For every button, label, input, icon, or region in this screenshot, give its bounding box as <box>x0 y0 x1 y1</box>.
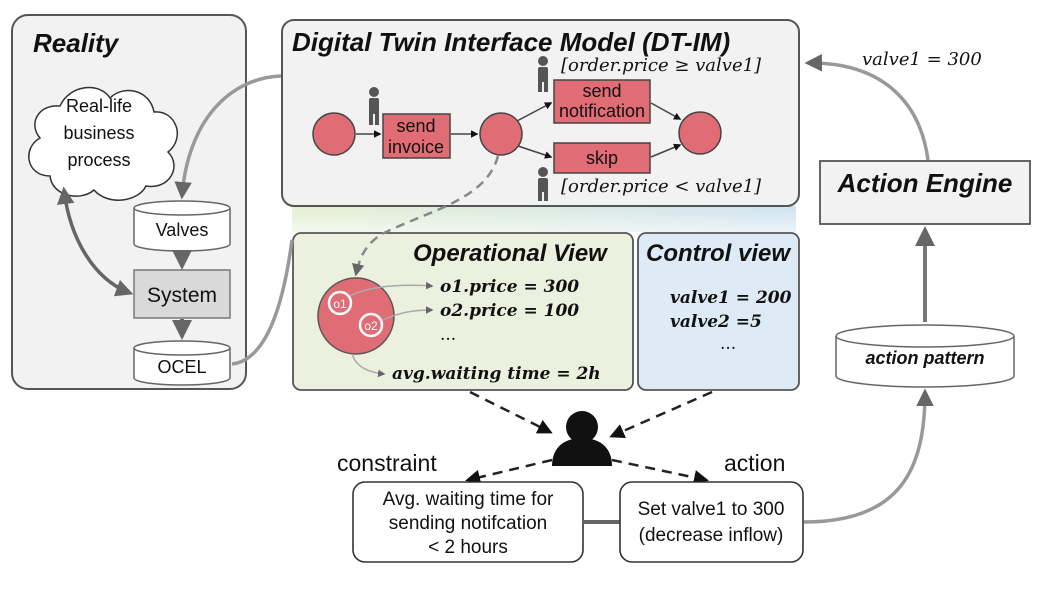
send-notification-line1: send <box>582 81 621 101</box>
op-line-1: o1.price = 300 <box>440 277 579 297</box>
action-pattern-label: action pattern <box>865 348 984 368</box>
place-end <box>678 111 722 155</box>
ocel-label: OCEL <box>157 357 206 377</box>
opview-to-user-arrow <box>469 390 553 434</box>
token-o1 <box>327 290 353 316</box>
user-to-constraint-arrow <box>465 458 553 485</box>
send-invoice-line1: send <box>396 116 435 136</box>
action-line-2: (decrease inflow) <box>639 525 784 546</box>
action-line-1: Set valve1 to 300 <box>638 499 785 520</box>
cv-line-2: valve2 =5 <box>670 312 762 332</box>
token-o1-label: o1 <box>333 297 347 311</box>
place-to-operational-dashed-arrow <box>352 155 500 277</box>
ctrlview-to-user-arrow <box>609 390 713 439</box>
send-invoice-line2: invoice <box>388 137 444 157</box>
token-o2-label: o2 <box>364 319 378 333</box>
dtim-to-valves-arrow <box>174 74 282 200</box>
person-icon <box>369 87 379 125</box>
place-start <box>312 112 356 156</box>
engine-to-dtim-arrow <box>804 54 930 161</box>
place-middle <box>479 112 523 156</box>
guard-bottom: [order.price < valve1] <box>561 176 762 197</box>
reality-title: Reality <box>33 28 120 58</box>
reality-panel: Reality Real-life business process Valve… <box>11 14 247 390</box>
dtim-panel: Digital Twin Interface Model (DT-IM) sen… <box>281 19 800 207</box>
cv-ellipsis: ... <box>720 334 736 354</box>
system-box: System <box>133 269 231 319</box>
action-to-pattern-arrow <box>803 388 934 524</box>
guard-top: [order.price ≥ valve1] <box>561 55 762 76</box>
skip-label: skip <box>586 148 618 168</box>
action-engine-title: Action Engine <box>837 168 1013 198</box>
op-line-2: o2.price = 100 <box>440 301 579 321</box>
constraint-heading: constraint <box>337 450 437 476</box>
token-o2 <box>358 312 384 338</box>
cloud-line-1: Real-life <box>66 96 132 116</box>
dtim-title: Digital Twin Interface Model (DT-IM) <box>292 27 730 57</box>
ocel-to-dtim-arrow <box>231 239 294 366</box>
person-icon <box>538 167 548 201</box>
place-tokens <box>317 277 395 355</box>
transition-send-invoice <box>382 113 451 159</box>
send-notification-line2: notification <box>559 101 645 121</box>
constraint-box: Avg. waiting time for sending notifcatio… <box>352 481 584 563</box>
person-icon <box>538 56 548 92</box>
op-ellipsis: ... <box>440 325 456 345</box>
constraint-line-2: sending notifcation <box>389 513 547 534</box>
transition-send-notification <box>553 79 651 124</box>
cloud-line-2: business <box>63 123 134 143</box>
user-icon <box>552 411 612 466</box>
system-label: System <box>147 284 217 307</box>
cv-line-1: valve1 = 200 <box>670 288 792 308</box>
action-box: Set valve1 to 300 (decrease inflow) <box>619 481 804 563</box>
control-view-title: Control view <box>646 240 791 267</box>
op-avg: avg.waiting time = 2h <box>392 364 601 384</box>
valve-set-label: valve1 = 300 <box>862 49 982 70</box>
business-process-cloud: Real-life business process <box>28 86 179 201</box>
user-to-action-arrow <box>611 458 709 485</box>
action-heading: action <box>724 450 785 476</box>
process-system-arrow <box>56 186 134 297</box>
cloud-line-3: process <box>67 150 130 170</box>
action-pattern-store: action pattern <box>835 324 1015 388</box>
operational-view-title: Operational View <box>413 240 608 267</box>
constraint-line-1: Avg. waiting time for <box>383 489 554 510</box>
ocel-store: OCEL <box>133 340 231 386</box>
action-engine-box: Action Engine <box>819 160 1031 225</box>
valves-store: Valves <box>133 200 231 252</box>
transition-skip <box>553 142 651 174</box>
valves-label: Valves <box>156 220 209 240</box>
control-view-panel: Control view valve1 = 200 valve2 =5 ... <box>637 232 800 391</box>
operational-view-panel: Operational View o1 o2 o1.price = 300 o2… <box>292 232 634 391</box>
constraint-line-3: < 2 hours <box>428 537 508 558</box>
